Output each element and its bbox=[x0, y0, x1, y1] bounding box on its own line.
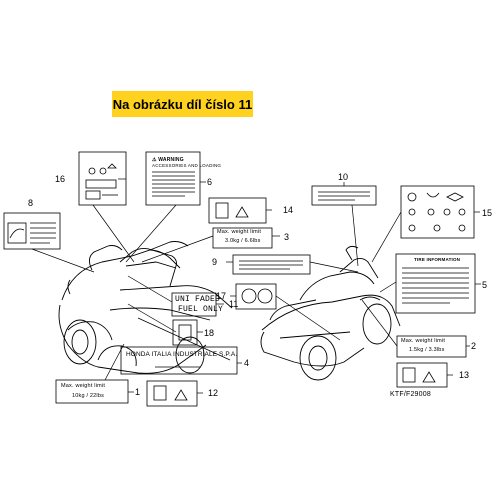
label-2-box bbox=[396, 335, 467, 358]
fuel-line-1: UNI FADED bbox=[175, 295, 221, 304]
label-13-sticker bbox=[396, 362, 448, 388]
callout-11: 11 bbox=[229, 299, 239, 309]
callout-8: 8 bbox=[28, 198, 34, 208]
label-18-sticker bbox=[172, 319, 198, 346]
callout-6: 6 bbox=[207, 177, 213, 187]
callout-13: 13 bbox=[459, 370, 470, 380]
label-16-sticker bbox=[78, 151, 127, 206]
callout-9: 9 bbox=[212, 257, 218, 267]
callout-16: 16 bbox=[55, 174, 66, 184]
weight-2-line-2: 1.5kg / 3.3lbs bbox=[409, 347, 445, 353]
warning-subtitle: ACCESSORIES AND LOADING bbox=[152, 163, 222, 168]
label-9-plate bbox=[232, 254, 311, 275]
weight-1-line-1: Max. weight limit bbox=[61, 383, 106, 389]
leader-lines bbox=[31, 204, 402, 381]
weight-1-line-2: 10kg / 22lbs bbox=[72, 393, 105, 399]
fuel-line-2: FUEL ONLY bbox=[178, 305, 224, 314]
weight-3-line-2: 3.0kg / 6.6lbs bbox=[225, 238, 261, 244]
callout-17: 17 bbox=[216, 291, 227, 301]
weight-3-line-1: Max. weight limit bbox=[217, 229, 262, 235]
tire-info-title: TIRE INFORMATION bbox=[414, 257, 461, 262]
callout-ticks bbox=[118, 178, 481, 394]
callout-14: 14 bbox=[283, 205, 294, 215]
part-number-banner: Na obrázku díl číslo 11 bbox=[112, 91, 253, 117]
label-4-plate bbox=[120, 346, 238, 375]
label-14-sticker bbox=[208, 197, 267, 224]
callout-3: 3 bbox=[284, 232, 290, 242]
callout-1: 1 bbox=[135, 387, 141, 397]
weight-2-line-1: Max. weight limit bbox=[401, 338, 446, 344]
label-3-box bbox=[212, 227, 273, 249]
scooter-right-drawing bbox=[260, 245, 401, 381]
callout-15: 15 bbox=[482, 208, 493, 218]
honda-plate-text: HONDA ITALIA INDUSTRIALE S.P.A. bbox=[126, 351, 238, 358]
callout-12: 12 bbox=[208, 388, 219, 398]
callout-5: 5 bbox=[482, 280, 488, 290]
label-17-sticker bbox=[235, 283, 277, 310]
callout-10: 10 bbox=[338, 172, 349, 182]
label-15-sticker bbox=[400, 185, 475, 239]
label-10-plate bbox=[311, 185, 377, 206]
callout-18: 18 bbox=[204, 328, 215, 338]
label-5-tire-info bbox=[395, 253, 476, 314]
warning-title: ⚠ WARNING bbox=[152, 157, 184, 163]
label-8-sticker bbox=[3, 212, 61, 250]
callout-4: 4 bbox=[244, 358, 250, 368]
label-12-sticker bbox=[146, 380, 198, 407]
label-6-warning bbox=[145, 151, 201, 206]
callout-2: 2 bbox=[471, 341, 477, 351]
diagram-code: KTF/F29008 bbox=[390, 391, 431, 398]
label-1-box bbox=[55, 379, 129, 404]
